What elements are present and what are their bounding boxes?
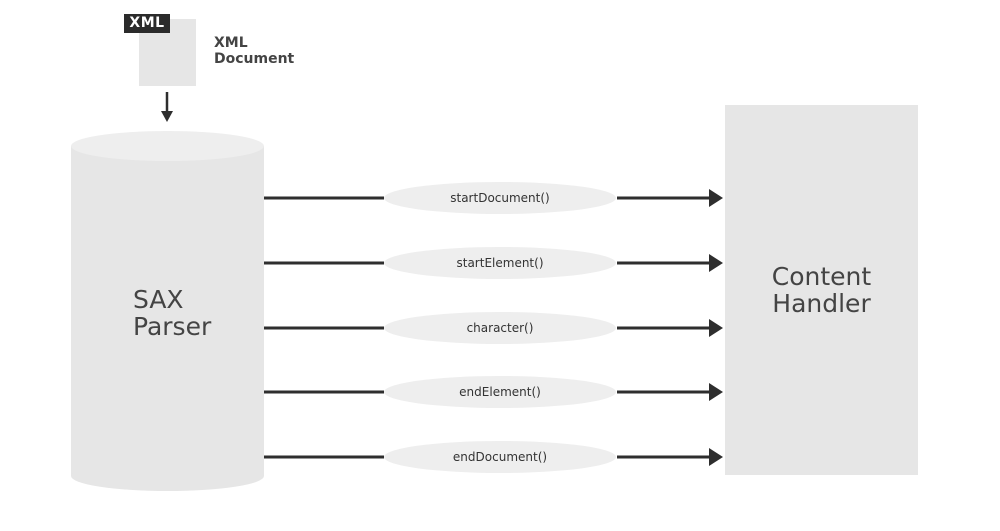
event-label-end-document: endDocument() <box>452 450 548 464</box>
event-pill <box>384 182 616 214</box>
arrowhead-icon <box>709 383 723 401</box>
xml-document-label: XML Document <box>214 35 334 67</box>
event-label-end-element: endElement() <box>459 385 541 399</box>
sax-parser-label-line2: Parser <box>133 312 212 341</box>
content-handler-label: Content Handler <box>725 263 918 317</box>
sax-parser-cylinder <box>71 131 264 491</box>
event-label-start-element: startElement() <box>456 256 544 270</box>
arrowhead-icon <box>709 254 723 272</box>
event-row-2 <box>264 247 723 279</box>
xml-tag-badge: XML <box>124 14 170 33</box>
xml-document-label-line2: Document <box>214 51 295 67</box>
arrowhead-icon <box>709 319 723 337</box>
event-row-3 <box>264 312 723 344</box>
event-pill <box>384 441 616 473</box>
event-row-4 <box>264 376 723 408</box>
arrowhead-icon <box>709 448 723 466</box>
event-row-1 <box>264 182 723 214</box>
xml-document-label-line1: XML <box>214 35 248 51</box>
content-handler-label-line1: Content <box>771 262 872 291</box>
arrowhead-icon <box>709 189 723 207</box>
content-handler-box <box>725 105 918 475</box>
event-pill <box>384 247 616 279</box>
event-label-start-document: startDocument() <box>450 191 550 205</box>
sax-parser-label-line1: SAX <box>133 285 184 314</box>
event-pill <box>384 312 616 344</box>
event-row-5 <box>264 441 723 473</box>
document-to-parser-arrow <box>161 92 173 122</box>
event-label-character: character() <box>466 321 534 335</box>
content-handler-label-line2: Handler <box>772 289 871 318</box>
event-pill <box>384 376 616 408</box>
sax-parser-label: SAX Parser <box>133 286 263 340</box>
